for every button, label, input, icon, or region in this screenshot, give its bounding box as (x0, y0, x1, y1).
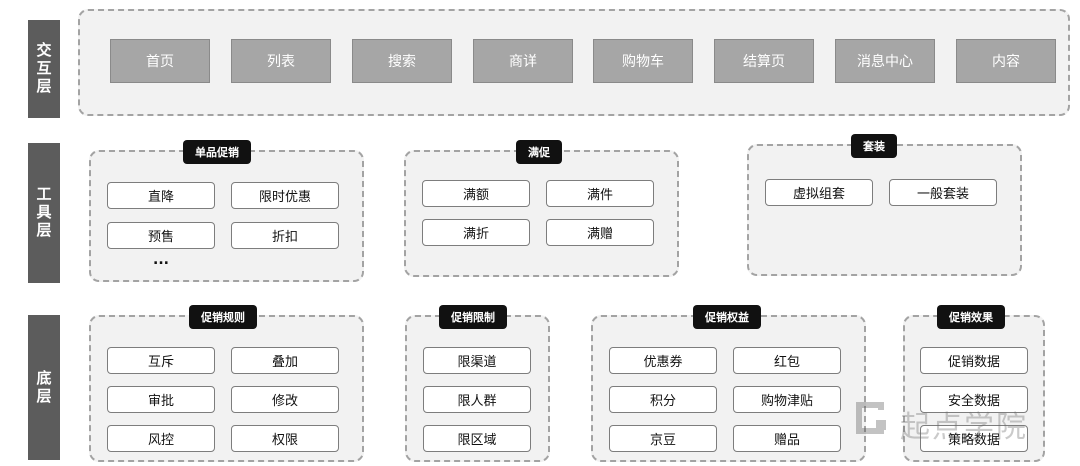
group-title-full-promotion: 满促 (516, 140, 562, 164)
group-promotion-effects: 促销效果 促销数据 安全数据 策略数据 (903, 305, 1045, 462)
group-single-promotion: 单品促销 直降 限时优惠 预售 折扣 ... (89, 140, 364, 282)
group-full-promotion: 满促 满额 满件 满折 满赠 (404, 140, 679, 277)
item-direct-discount: 直降 (107, 182, 215, 209)
interaction-layer-box: 首页 列表 搜索 商详 购物车 结算页 消息中心 内容 (78, 9, 1070, 116)
item-modify: 修改 (231, 386, 339, 413)
item-limited-time-offer: 限时优惠 (231, 182, 339, 209)
more-ellipsis: ... (153, 252, 169, 268)
item-promotion-data: 促销数据 (920, 347, 1028, 374)
layer-label-tool: 工具层 (28, 143, 60, 283)
page-list: 列表 (231, 39, 331, 83)
page-home: 首页 (110, 39, 210, 83)
item-jingdou: 京豆 (609, 425, 717, 452)
group-title-promotion-rules: 促销规则 (189, 305, 257, 329)
page-content: 内容 (956, 39, 1056, 83)
item-limit-region: 限区域 (423, 425, 531, 452)
item-shopping-allowance: 购物津贴 (733, 386, 841, 413)
group-bundle: 套装 虚拟组套 一般套装 (747, 134, 1022, 276)
item-discount: 折扣 (231, 222, 339, 249)
item-limit-channel: 限渠道 (423, 347, 531, 374)
group-title-promotion-effects: 促销效果 (937, 305, 1005, 329)
item-full-amount: 满额 (422, 180, 530, 207)
item-full-discount: 满折 (422, 219, 530, 246)
item-coupon: 优惠券 (609, 347, 717, 374)
page-message-center: 消息中心 (835, 39, 935, 83)
page-search: 搜索 (352, 39, 452, 83)
item-presale: 预售 (107, 222, 215, 249)
item-strategy-data: 策略数据 (920, 425, 1028, 452)
group-promotion-benefits: 促销权益 优惠券 红包 积分 购物津贴 京豆 赠品 (591, 305, 866, 462)
item-general-bundle: 一般套装 (889, 179, 997, 206)
page-checkout: 结算页 (714, 39, 814, 83)
item-mutual-exclusion: 互斥 (107, 347, 215, 374)
group-promotion-limits: 促销限制 限渠道 限人群 限区域 (405, 305, 550, 462)
item-limit-audience: 限人群 (423, 386, 531, 413)
item-risk-control: 风控 (107, 425, 215, 452)
group-title-promotion-benefits: 促销权益 (693, 305, 761, 329)
page-product-detail: 商详 (473, 39, 573, 83)
item-permission: 权限 (231, 425, 339, 452)
item-gift: 赠品 (733, 425, 841, 452)
item-approval: 审批 (107, 386, 215, 413)
item-full-gift: 满赠 (546, 219, 654, 246)
item-security-data: 安全数据 (920, 386, 1028, 413)
layer-label-base: 底层 (28, 315, 60, 460)
item-red-packet: 红包 (733, 347, 841, 374)
group-title-single-promotion: 单品促销 (183, 140, 251, 164)
page-cart: 购物车 (593, 39, 693, 83)
group-title-promotion-limits: 促销限制 (439, 305, 507, 329)
item-stacking: 叠加 (231, 347, 339, 374)
group-title-bundle: 套装 (851, 134, 897, 158)
layer-label-interaction: 交互层 (28, 20, 60, 118)
group-promotion-rules: 促销规则 互斥 叠加 审批 修改 风控 权限 (89, 305, 364, 462)
item-virtual-bundle: 虚拟组套 (765, 179, 873, 206)
item-points: 积分 (609, 386, 717, 413)
item-full-quantity: 满件 (546, 180, 654, 207)
